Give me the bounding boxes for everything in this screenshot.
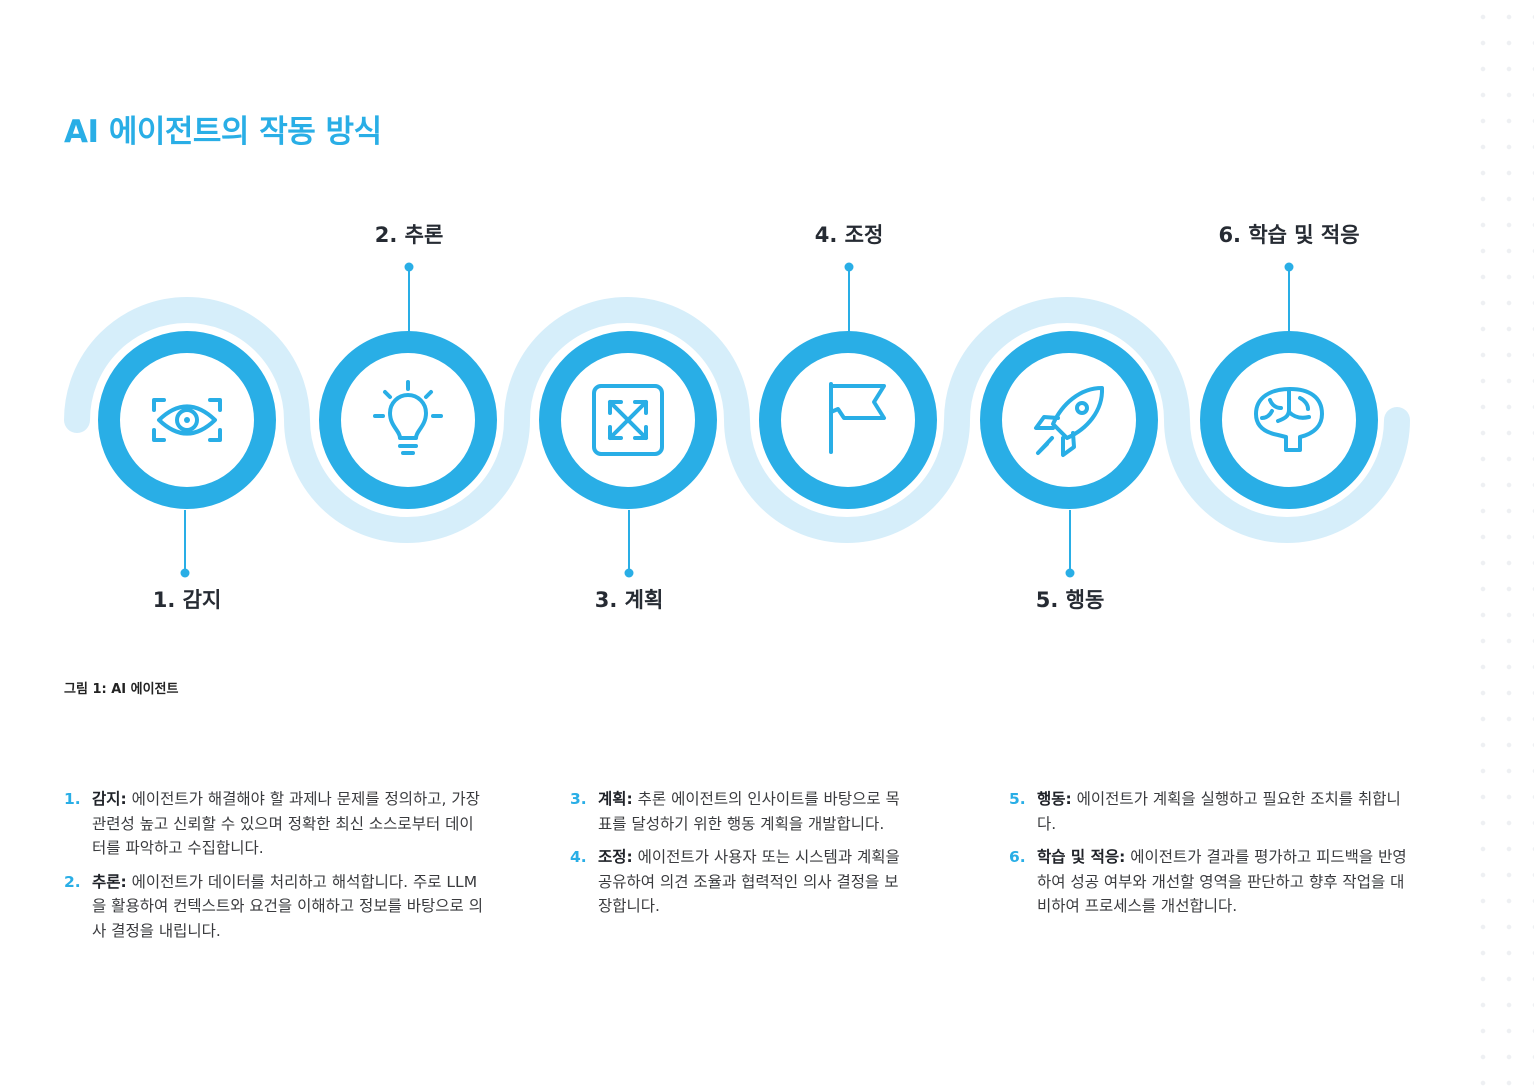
list-term: 감지:: [92, 790, 127, 808]
description-column-1: 1. 감지: 에이전트가 해결해야 할 과제나 문제를 정의하고, 가장 관련성…: [64, 787, 484, 952]
list-number: 3.: [570, 790, 587, 808]
list-item: 3. 계획: 추론 에이전트의 인사이트를 바탕으로 목표를 달성하기 위한 행…: [570, 787, 910, 836]
connector-2: [404, 262, 414, 332]
rocket-icon: [1034, 386, 1105, 457]
list-item: 1. 감지: 에이전트가 해결해야 할 과제나 문제를 정의하고, 가장 관련성…: [64, 787, 484, 861]
eye-scan-icon: [152, 398, 222, 442]
brain-icon: [1254, 387, 1324, 452]
list-item: 2. 추론: 에이전트가 데이터를 처리하고 해석합니다. 주로 LLM을 활용…: [64, 870, 484, 944]
step-ring-5: [980, 331, 1158, 509]
connector-6: [1284, 262, 1294, 332]
list-term: 학습 및 적응:: [1037, 848, 1126, 866]
description-column-2: 3. 계획: 추론 에이전트의 인사이트를 바탕으로 목표를 달성하기 위한 행…: [570, 787, 910, 928]
page-title: AI 에이전트의 작동 방식: [64, 114, 382, 150]
wave-path: [64, 297, 1410, 543]
list-term: 계획:: [598, 790, 633, 808]
connector-1: [180, 510, 190, 578]
list-number: 2.: [64, 872, 81, 891]
list-number: 4.: [570, 848, 587, 866]
step-ring-2: [319, 331, 497, 509]
step-label-5: 5. 행동: [1035, 588, 1105, 612]
list-term: 행동:: [1037, 790, 1072, 808]
step-label-4: 4. 조정: [814, 223, 884, 247]
list-number: 5.: [1009, 790, 1026, 808]
step-ring-6: [1200, 331, 1378, 509]
list-number: 1.: [64, 790, 81, 808]
list-text: 에이전트가 사용자 또는 시스템과 계획을 공유하여 의견 조율과 협력적인 의…: [598, 848, 900, 915]
step-label-3: 3. 계획: [594, 588, 664, 612]
list-text: 에이전트가 데이터를 처리하고 해석합니다. 주로 LLM을 활용하여 컨텍스트…: [92, 872, 483, 940]
lightbulb-icon: [373, 380, 443, 455]
list-item: 5. 행동: 에이전트가 계획을 실행하고 필요한 조치를 취합니다.: [1009, 787, 1409, 836]
step-label-6: 6. 학습 및 적응: [1218, 223, 1360, 247]
list-text: 추론 에이전트의 인사이트를 바탕으로 목표를 달성하기 위한 행동 계획을 개…: [598, 790, 900, 833]
list-text: 에이전트가 계획을 실행하고 필요한 조치를 취합니다.: [1037, 790, 1401, 833]
description-column-3: 5. 행동: 에이전트가 계획을 실행하고 필요한 조치를 취합니다. 6. 학…: [1009, 787, 1409, 928]
list-term: 추론:: [92, 872, 127, 891]
list-number: 6.: [1009, 848, 1026, 866]
connector-3: [624, 510, 634, 578]
step-label-1: 1. 감지: [152, 588, 222, 612]
step-label-2: 2. 추론: [374, 223, 444, 247]
list-text: 에이전트가 해결해야 할 과제나 문제를 정의하고, 가장 관련성 높고 신뢰할…: [92, 790, 480, 857]
list-item: 6. 학습 및 적응: 에이전트가 결과를 평가하고 피드백을 반영하여 성공 …: [1009, 845, 1409, 919]
connector-4: [844, 262, 854, 332]
connector-5: [1065, 510, 1075, 578]
figure-caption: 그림 1: AI 에이전트: [64, 682, 179, 697]
list-item: 4. 조정: 에이전트가 사용자 또는 시스템과 계획을 공유하여 의견 조율과…: [570, 845, 910, 919]
list-text: 에이전트가 결과를 평가하고 피드백을 반영하여 성공 여부와 개선할 영역을 …: [1037, 848, 1407, 915]
expand-arrows-icon: [592, 384, 664, 456]
dot-pattern: [1464, 0, 1534, 1086]
list-term: 조정:: [598, 848, 633, 866]
flag-icon: [829, 382, 886, 454]
